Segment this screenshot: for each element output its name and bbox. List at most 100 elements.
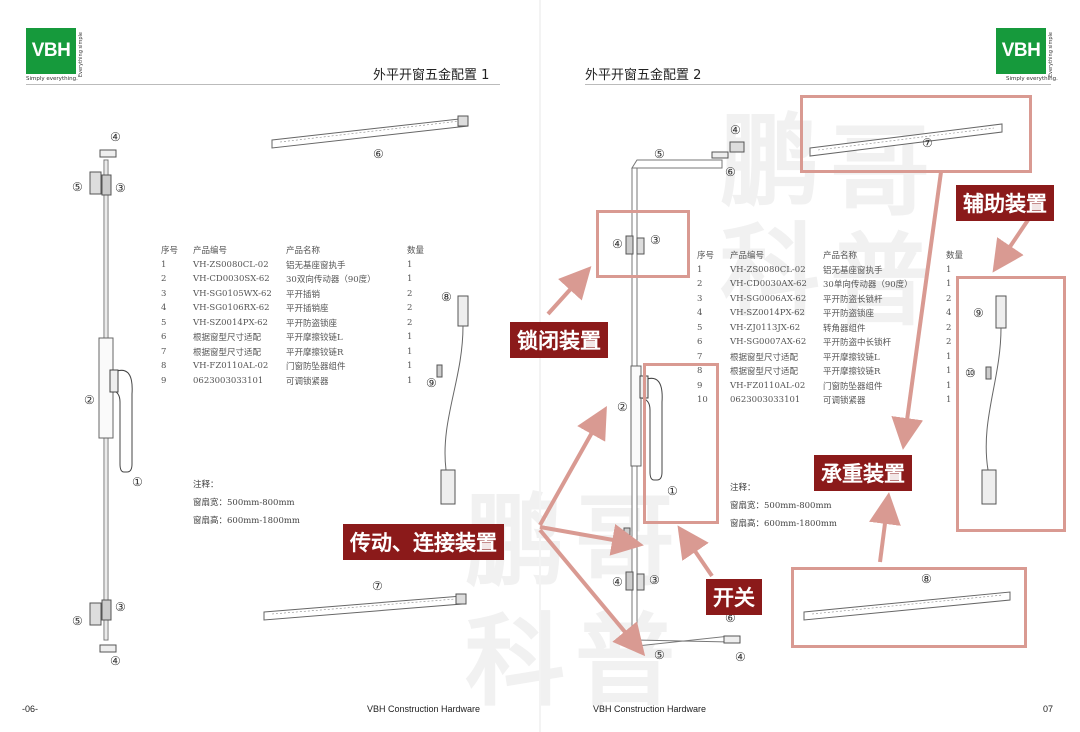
footer-brand: VBH Construction Hardware [593,704,707,714]
table-cell: 根据窗型尺寸适配 [193,347,262,358]
table-cell: 2 [697,279,703,290]
part-number: ⑥ [725,165,736,179]
callout-load-device: 承重装置 [814,455,912,491]
table-cell: 7 [161,346,167,357]
table-cell: 平开摩擦铰链L [823,352,880,363]
part-number: ⑨ [426,376,437,390]
note-line: 窗扇高：600mm-1800mm [193,516,300,526]
callout-switch: 开关 [706,579,762,615]
table-cell: 10 [697,395,708,406]
highlight-box-fall-prevention [956,276,1066,532]
table-header: 序号 [161,246,179,257]
table-cell: 平开防盗锁座 [286,318,338,329]
table-cell: 1 [946,264,952,275]
table-cell: 3 [161,288,167,299]
table-cell: 4 [946,308,952,319]
callout-auxiliary-device: 辅助装置 [956,185,1054,221]
page-gutter [539,0,541,732]
table-header: 产品名称 [286,246,321,257]
part-number: ① [667,484,678,498]
table-cell: 2 [946,322,952,333]
table-cell: 9 [697,380,703,391]
part-number: ② [617,400,628,414]
part-number: ④ [612,237,623,251]
table-cell: 3 [697,293,703,304]
table-cell: 1 [407,346,413,357]
table-cell: VH-SG0105WX-62 [193,288,272,299]
watermark-char: 鹏 [720,102,820,220]
highlight-box-lock [596,210,690,278]
table-cell: 30双向传动器（90度） [286,275,376,286]
callout-lock-device: 锁闭装置 [510,322,608,358]
table-header: 产品名称 [823,251,858,262]
table-cell: 30单向传动器（90度） [823,280,913,291]
table-cell: 平开摩擦铰链L [286,333,343,344]
table-cell: 1 [161,259,167,270]
hardware-drawing-right [623,123,1011,647]
callout-transmission-device: 传动、连接装置 [343,524,504,560]
table-cell: 8 [161,361,167,372]
part-number: ③ [115,600,126,614]
table-header-row: 序号 产品编号 产品名称 数量 [697,248,976,263]
part-number: ③ [650,233,661,247]
table-cell: 根据窗型尺寸适配 [730,367,799,378]
table-cell: 1 [946,380,952,391]
part-number: ③ [649,573,660,587]
part-number: ⑧ [921,572,932,586]
table-cell: 门窗防坠器组件 [823,381,883,392]
part-number: ⑩ [965,366,976,380]
page-title: 外平开窗五金配置 1 [373,68,490,83]
table-cell: 2 [407,317,413,328]
logo-text: VBH [1001,40,1041,61]
table-cell: 平开防盗长锁杆 [823,294,883,305]
table-cell: 门窗防坠器组件 [286,362,346,373]
table-header: 数量 [946,251,964,262]
table-cell: 4 [697,308,703,319]
table-cell: VH-SZ0014PX-62 [193,317,268,328]
highlight-box-hinge-top [800,95,1032,173]
table-cell: VH-SZ0014PX-62 [730,308,805,319]
table-cell: 根据窗型尺寸适配 [730,352,799,363]
table-cell: 1 [946,279,952,290]
vbh-logo: VBH [26,28,76,74]
table-cell: 1 [946,395,952,406]
table-cell: 根据窗型尺寸适配 [193,333,262,344]
page-number: -06- [22,704,39,714]
part-number: ⑤ [72,614,83,628]
vbh-logo: VBH [996,28,1046,74]
table-cell: 1 [407,259,413,270]
table-cell: 1 [407,332,413,343]
table-cell: 可调锁紧器 [823,396,866,407]
hardware-drawing-left [89,115,469,653]
table-cell: 2 [407,303,413,314]
highlight-box-hinge-bottom [791,567,1027,648]
table-cell: 铝无基座窗执手 [286,260,346,271]
table-cell: 1 [697,264,703,275]
part-number: ① [132,475,143,489]
table-cell: 转角器组件 [823,323,866,334]
part-number: ④ [110,130,121,144]
table-cell: VH-ZS0080CL-02 [730,264,806,275]
part-number: ⑤ [654,147,665,161]
part-number: ⑨ [973,306,984,320]
part-number: ④ [110,654,121,668]
table-cell: 4 [161,303,167,314]
table-header: 数量 [407,246,425,257]
table-header: 产品编号 [193,246,228,257]
table-cell: VH-SG0106RX-62 [193,303,270,314]
table-cell: VH-SG0007AX-62 [730,337,807,348]
